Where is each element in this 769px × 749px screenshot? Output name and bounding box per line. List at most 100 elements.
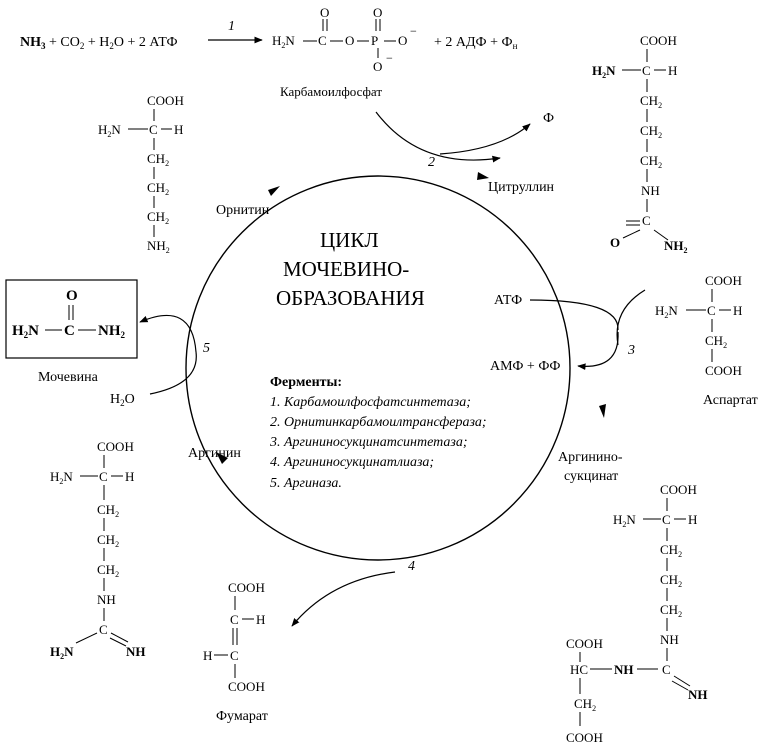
svg-text:COOH: COOH [228,580,265,595]
svg-text:H2N: H2N [98,122,121,139]
nh3-reactant: NH [20,35,41,50]
cycle-title: ЦИКЛ МОЧЕВИНО- ОБРАЗОВАНИЯ [276,228,425,310]
svg-text:CH2: CH2 [660,602,682,619]
step-4-number: 4 [408,559,415,574]
svg-text:C: C [318,33,327,48]
svg-text:CH2: CH2 [640,123,662,140]
cycle-arrow-to-ornithine [268,186,280,196]
svg-text:C: C [230,612,239,627]
svg-text:C: C [99,469,108,484]
phi-release-arrow [439,123,531,155]
enzyme-heading: Ферменты: [270,375,342,390]
citrulline-structure: COOH H2N C H CH2 CH2 CH2 NH C O NH2 [592,33,688,255]
svg-text:NH2: NH2 [147,238,170,255]
svg-text:CH2: CH2 [147,180,169,197]
svg-text:O: O [398,33,407,48]
atp-entry-arrow [529,299,619,331]
step-1-number: 1 [228,19,235,34]
svg-text:CH2: CH2 [640,153,662,170]
phi-label: Ф [543,111,554,126]
node-arginine: Аргинин [188,446,241,461]
svg-text:H2N: H2N [50,469,73,486]
svg-text:C: C [662,662,671,677]
svg-text:NH3 + CO2 + H2O + 2 АТФ: NH3 + CO2 + H2O + 2 АТФ [20,35,178,51]
svg-text:−: − [386,51,393,65]
svg-text:O: O [610,235,620,250]
urea-release-arrow [139,314,197,353]
node-argininosuccinate-line2: сукцинат [564,469,618,484]
enzyme-5: 5. Аргиназа. [270,476,342,491]
svg-text:H: H [125,469,134,484]
fumarate-release-arrow [291,571,396,627]
svg-text:NH: NH [660,632,679,647]
amp-ff-label: АМФ + ФФ [490,359,560,374]
aspartate-entry-arrow [616,289,646,346]
carbamoyl-phosphate-entry-arrow [375,111,501,163]
urea-structure: O H2N C NH2 Мочевина [5,279,138,385]
enzyme-1: 1. Карбамоилфосфатсинтетаза; [270,395,471,410]
svg-text:O: O [373,59,382,74]
svg-text:COOH: COOH [640,33,677,48]
argininosuccinate-structure: COOH H2N C H CH2 CH2 CH2 NH C NH NH HC C… [566,482,708,745]
carbamoyl-phosphate-structure: H2N C O O P O O − O − Карбамоилфосфат [272,5,417,99]
svg-text:NH: NH [688,687,708,702]
svg-text:ЦИКЛ: ЦИКЛ [320,228,379,252]
node-argininosuccinate-line1: Аргинино- [558,450,623,465]
svg-text:H2N: H2N [613,512,636,529]
svg-text:C: C [642,63,651,78]
svg-text:H2N: H2N [592,63,616,80]
cycle-arrow-to-arginine [216,452,228,464]
carbamoyl-phosphate-label: Карбамоилфосфат [280,84,382,99]
svg-text:O: O [345,33,354,48]
reaction-1-equation: NH3 + CO2 + H2O + 2 АТФ 1 + 2 АДФ + Фн [20,19,518,51]
enzyme-2: 2. Орнитинкарбамоилтрансфераза; [270,415,487,430]
svg-text:O: O [320,5,329,20]
svg-text:C: C [99,622,108,637]
svg-text:HC: HC [570,662,588,677]
fumarate-label: Фумарат [216,709,268,724]
svg-text:COOH: COOH [228,679,265,694]
svg-text:COOH: COOH [660,482,697,497]
svg-text:ОБРАЗОВАНИЯ: ОБРАЗОВАНИЯ [276,286,425,310]
svg-text:COOH: COOH [147,93,184,108]
svg-text:CH2: CH2 [660,542,682,559]
reaction-1-products: + 2 АДФ + Фн [434,35,518,51]
svg-text:C: C [642,213,651,228]
urea-label: Мочевина [38,370,99,385]
cycle-arrow-to-argininosuccinate [599,404,606,418]
water-label: H2O [110,392,135,408]
svg-text:H2N: H2N [272,33,295,50]
node-citrulline: Цитруллин [488,180,555,195]
svg-text:C: C [149,122,158,137]
fumarate-structure: COOH C H H C COOH Фумарат [203,580,268,724]
svg-text:CH2: CH2 [705,333,727,350]
svg-text:−: − [410,24,417,38]
svg-text:NH: NH [641,183,660,198]
svg-text:C: C [662,512,671,527]
svg-text:CH2: CH2 [147,209,169,226]
svg-text:NH: NH [614,662,634,677]
svg-text:H: H [256,612,265,627]
node-ornithine: Орнитин [216,203,270,218]
svg-text:CH2: CH2 [147,151,169,168]
svg-text:CH2: CH2 [640,93,662,110]
svg-text:C: C [230,648,239,663]
svg-text:NH: NH [126,644,146,659]
svg-text:H: H [668,63,677,78]
ornithine-structure: COOH H2N C H CH2 CH2 CH2 NH2 [98,93,184,255]
svg-text:CH2: CH2 [660,572,682,589]
cycle-circle [185,175,571,561]
step-5-number: 5 [203,341,210,356]
svg-text:H: H [688,512,697,527]
amp-release-arrow [577,331,619,371]
svg-text:O: O [66,288,78,304]
svg-text:NH2: NH2 [98,323,126,340]
svg-text:NH: NH [97,592,116,607]
svg-text:H: H [203,648,212,663]
step-2-number: 2 [428,155,435,170]
svg-text:COOH: COOH [705,363,742,378]
svg-text:H2N: H2N [50,644,74,661]
svg-text:O: O [373,5,382,20]
svg-text:COOH: COOH [97,439,134,454]
